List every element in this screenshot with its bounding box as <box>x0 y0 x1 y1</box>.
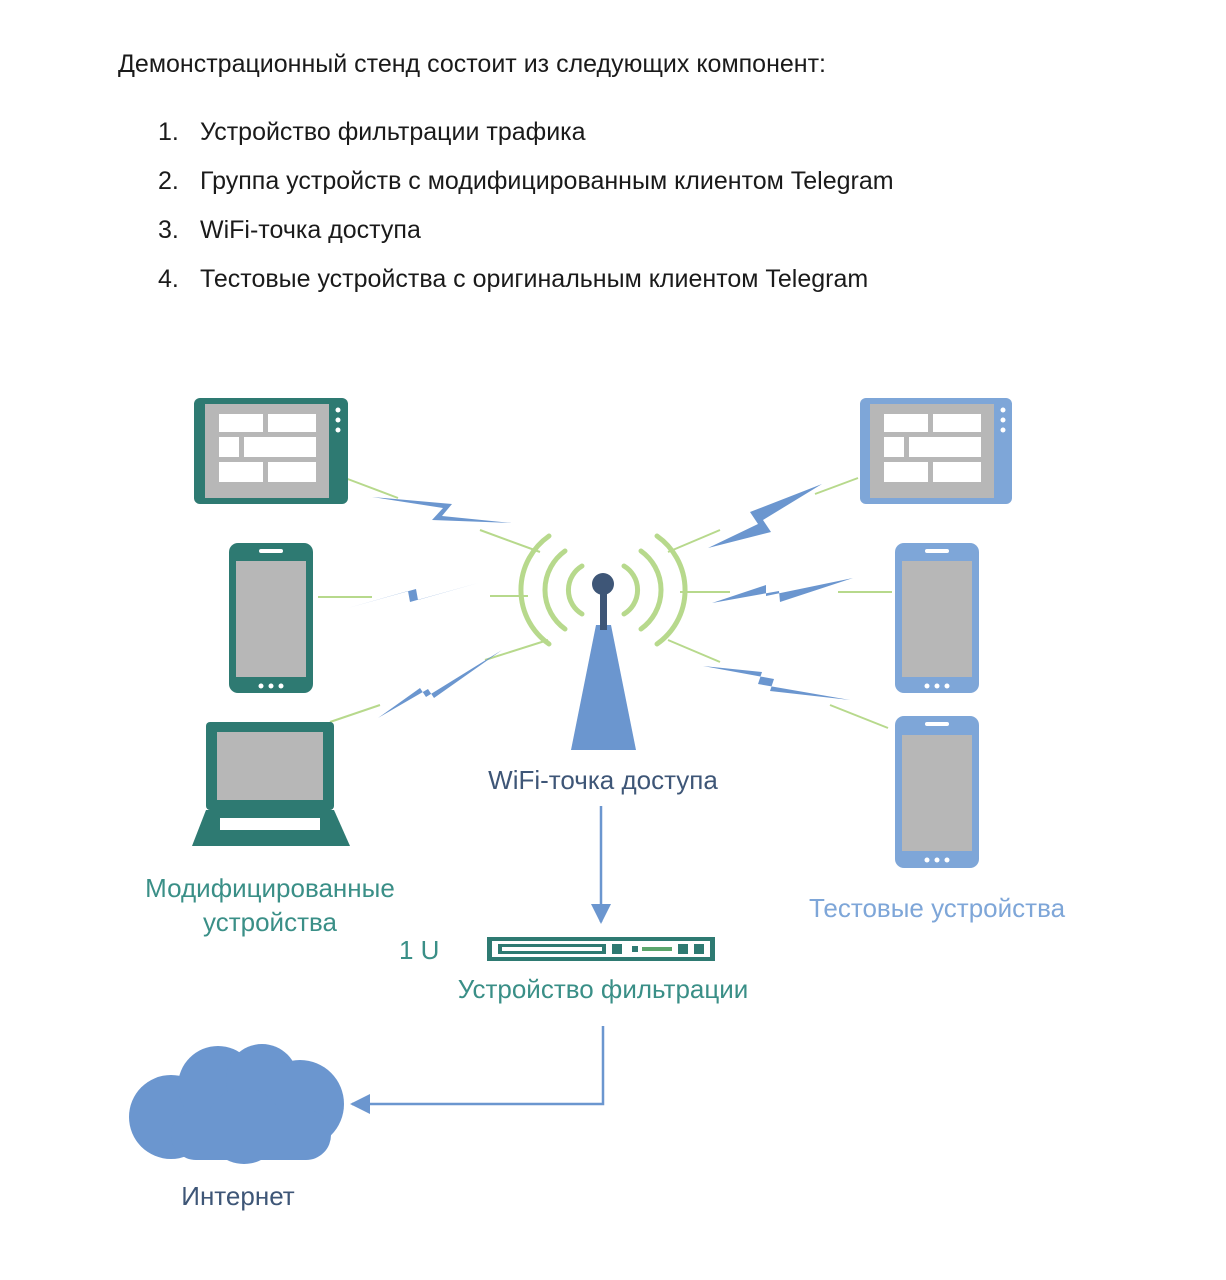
modified-phone <box>229 543 313 693</box>
lightning-bolt-icon <box>703 666 850 700</box>
antenna-tip-icon <box>592 573 614 595</box>
modified-tablet <box>194 398 348 504</box>
list-item: 4. Тестовые устройства с оригинальным кли… <box>158 261 894 310</box>
modified-devices-label-line2: устройства <box>203 907 337 937</box>
test-phone-2 <box>895 716 979 868</box>
component-list: 1. Устройство фильтрации трафика 2. Группа… <box>158 114 894 310</box>
modified-devices-label-line1: Модифицированные <box>145 873 395 903</box>
test-tablet <box>860 398 1012 504</box>
antenna-tower-icon <box>571 625 636 750</box>
list-item-text: WiFi-точка доступа <box>200 216 421 244</box>
lightning-bolt-icon <box>712 578 853 603</box>
lightning-bolt-icon <box>708 484 822 548</box>
list-item: 1. Устройство фильтрации трафика <box>158 114 894 163</box>
modified-laptop <box>192 722 350 846</box>
internet-label: Интернет <box>181 1181 295 1211</box>
list-item-text: Группа устройств с модифицированным клие… <box>200 167 894 195</box>
list-item: 2. Группа устройств с модифицированным кл… <box>158 163 894 212</box>
list-item-number: 3. <box>158 216 179 244</box>
list-item-number: 4. <box>158 265 179 293</box>
filter-device-label: Устройство фильтрации <box>458 974 749 1004</box>
rack-unit-label: 1 U <box>399 935 439 965</box>
lightning-bolt-icon <box>378 650 502 718</box>
ap-label: WiFi-точка доступа <box>488 765 718 795</box>
list-item-number: 2. <box>158 167 179 195</box>
list-item-number: 1. <box>158 118 179 146</box>
test-devices-label: Тестовые устройства <box>809 893 1066 923</box>
test-phone-1 <box>895 543 979 693</box>
lightning-bolt-icon <box>348 583 478 608</box>
lightning-bolt-icon <box>372 497 512 523</box>
connection-lines <box>318 477 892 729</box>
wifi-waves-icon <box>518 533 688 647</box>
wifi-access-point: WiFi-точка доступа <box>488 533 718 795</box>
cloud-icon <box>129 1044 344 1164</box>
filter-device <box>487 937 715 961</box>
list-item-text: Тестовые устройства с оригинальным клиен… <box>200 265 869 293</box>
wireless-bolts <box>348 484 853 718</box>
intro-text: Демонстрационный стенд состоит из следую… <box>118 50 826 78</box>
list-item-text: Устройство фильтрации трафика <box>200 118 586 146</box>
list-item: 3. WiFi-точка доступа <box>158 212 894 261</box>
arrow-filter-to-internet <box>350 1026 605 1114</box>
